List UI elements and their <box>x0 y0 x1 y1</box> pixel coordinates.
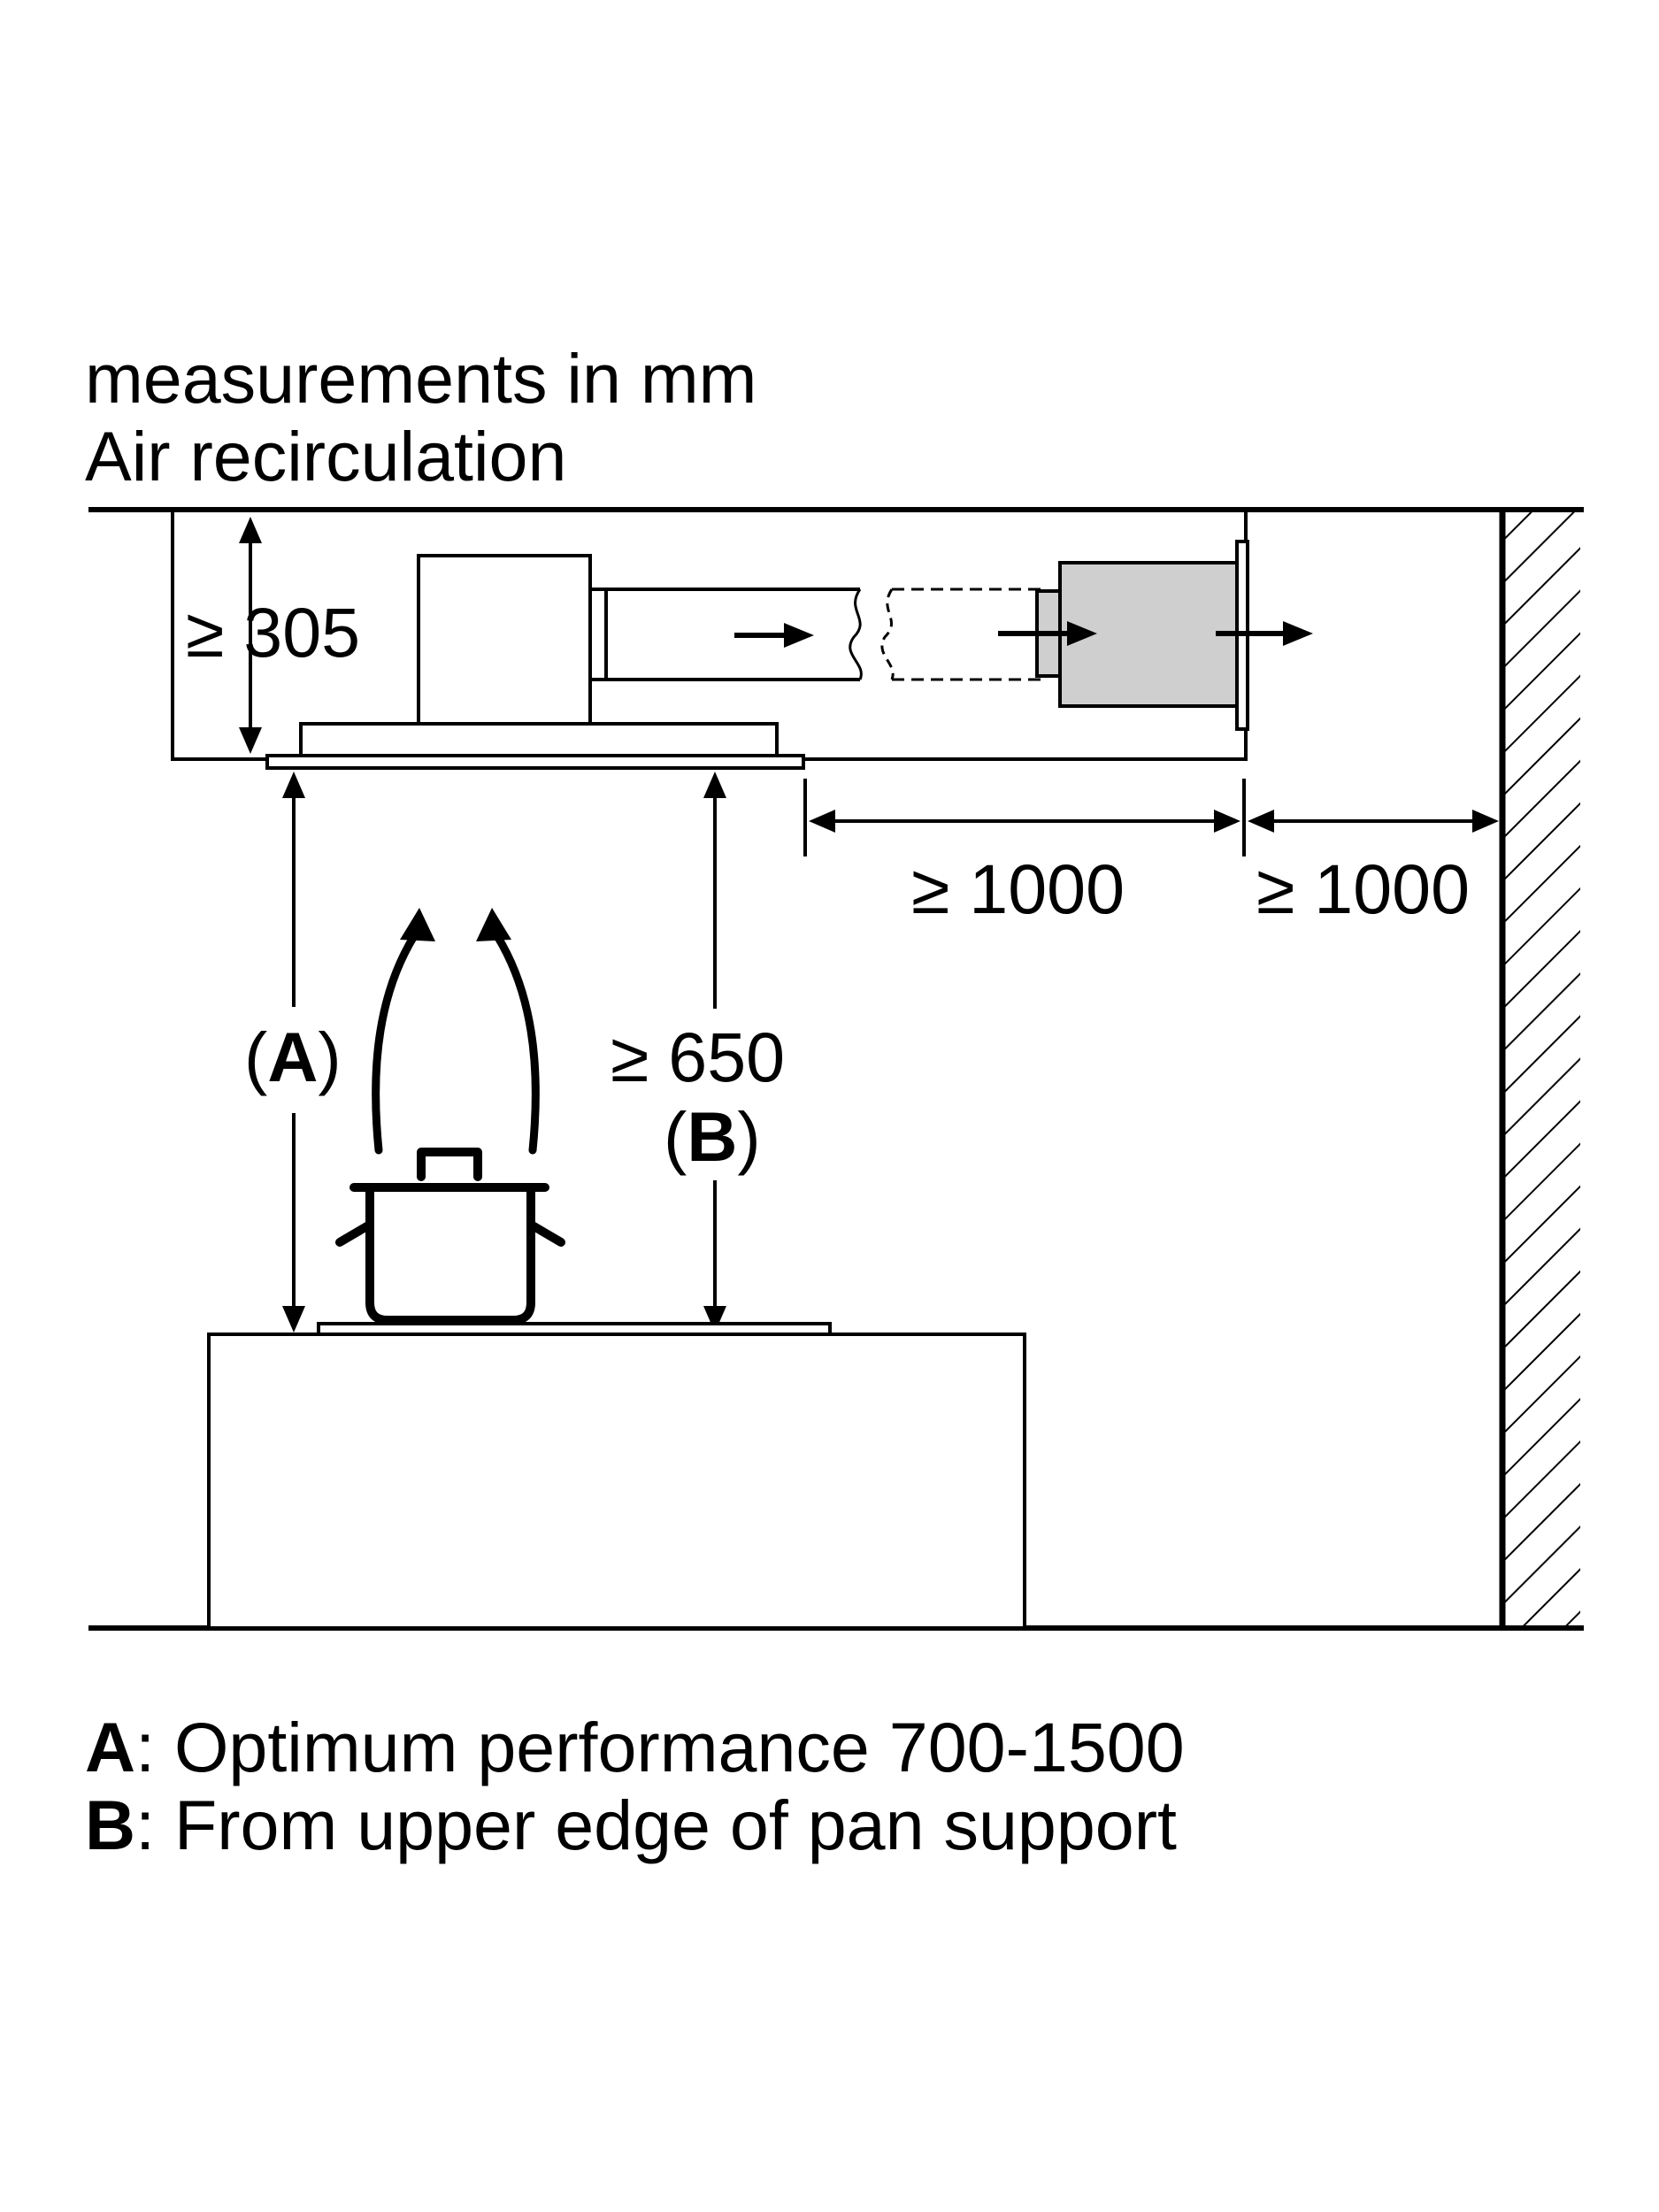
legend-a: A: Optimum performance 700-1500 <box>85 1708 1185 1786</box>
label-b: (B) <box>664 1097 761 1176</box>
legend-b: B: From upper edge of pan support <box>85 1786 1177 1864</box>
header-mode: Air recirculation <box>85 417 566 495</box>
air-duct <box>588 588 1062 681</box>
dimension-wall-clearance <box>1248 810 1499 833</box>
dimension-b <box>703 772 726 1333</box>
label-a: (A) <box>244 1018 342 1096</box>
cooking-pot <box>335 1148 565 1325</box>
dimension-a <box>282 772 305 1333</box>
label-wall-clearance: ≥ 1000 <box>1256 849 1470 928</box>
kitchen-counter <box>207 1333 1026 1630</box>
wall <box>1499 510 1580 1628</box>
label-min-height: ≥ 650 <box>611 1018 785 1096</box>
dimension-side-clearance <box>803 779 1246 856</box>
airflow-arrows <box>734 621 1313 648</box>
dimension-hood-height <box>239 517 262 754</box>
header-units: measurements in mm <box>85 339 757 418</box>
steam-arrow-heads <box>400 908 511 941</box>
label-hood-height: ≥ 305 <box>186 593 360 672</box>
label-side-clearance: ≥ 1000 <box>911 849 1125 928</box>
steam-arrows <box>372 932 540 1155</box>
cooker-hood <box>265 554 805 770</box>
